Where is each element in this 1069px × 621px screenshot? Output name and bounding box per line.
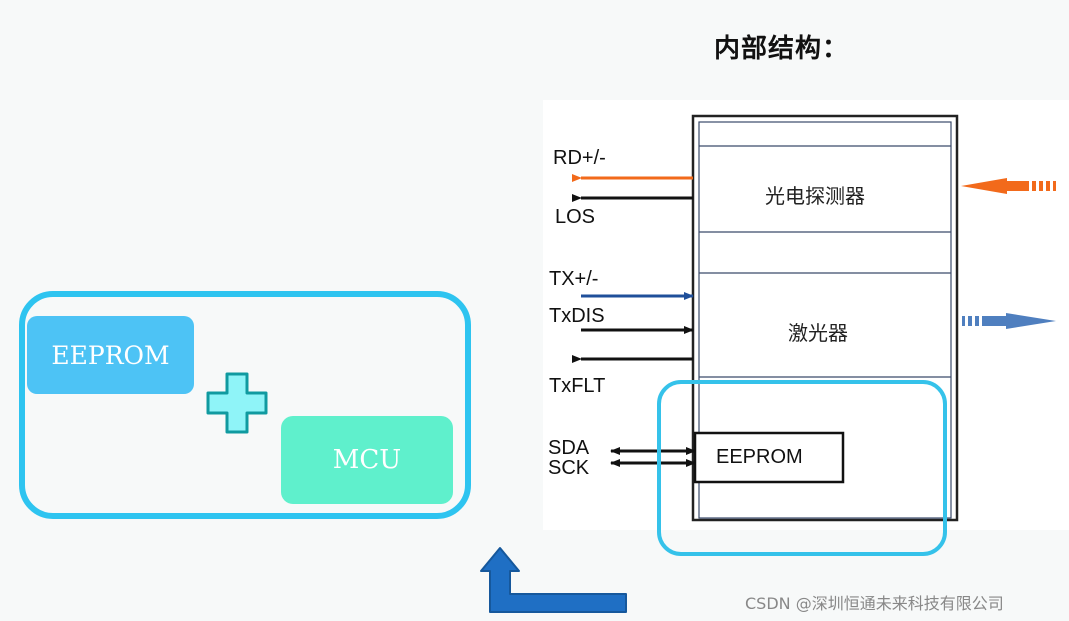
eeprom-block: EEPROM — [27, 316, 194, 394]
module-housing — [691, 114, 959, 522]
watermark: CSDN @深圳恒通未来科技有限公司 — [745, 594, 1004, 613]
signal-tx: TX+/- — [549, 268, 599, 290]
eeprom-highlight — [657, 380, 947, 556]
signal-txflt: TxFLT — [549, 375, 606, 397]
eeprom-chip — [693, 431, 845, 484]
signal-sck: SCK — [548, 457, 590, 479]
signal-sda: SDA — [548, 437, 590, 459]
photodetector-label: 光电探测器 — [765, 184, 865, 208]
page-title: 内部结构： — [714, 34, 850, 64]
module-structure-diagram — [572, 114, 1056, 522]
eeprom-mcu-group — [19, 291, 471, 519]
corner-arrow-icon — [480, 547, 627, 613]
laser-label: 激光器 — [788, 321, 848, 345]
optical-input-arrow — [961, 178, 1056, 194]
module-inner-frame — [698, 121, 952, 519]
mcu-block: MCU — [281, 416, 453, 504]
signal-txdis: TxDIS — [549, 305, 605, 327]
signal-los: LOS — [555, 206, 596, 228]
eeprom-chip-label: EEPROM — [716, 446, 803, 468]
plus-icon — [206, 372, 268, 434]
optical-output-arrow — [962, 313, 1056, 329]
signal-rd: RD+/- — [553, 147, 606, 169]
